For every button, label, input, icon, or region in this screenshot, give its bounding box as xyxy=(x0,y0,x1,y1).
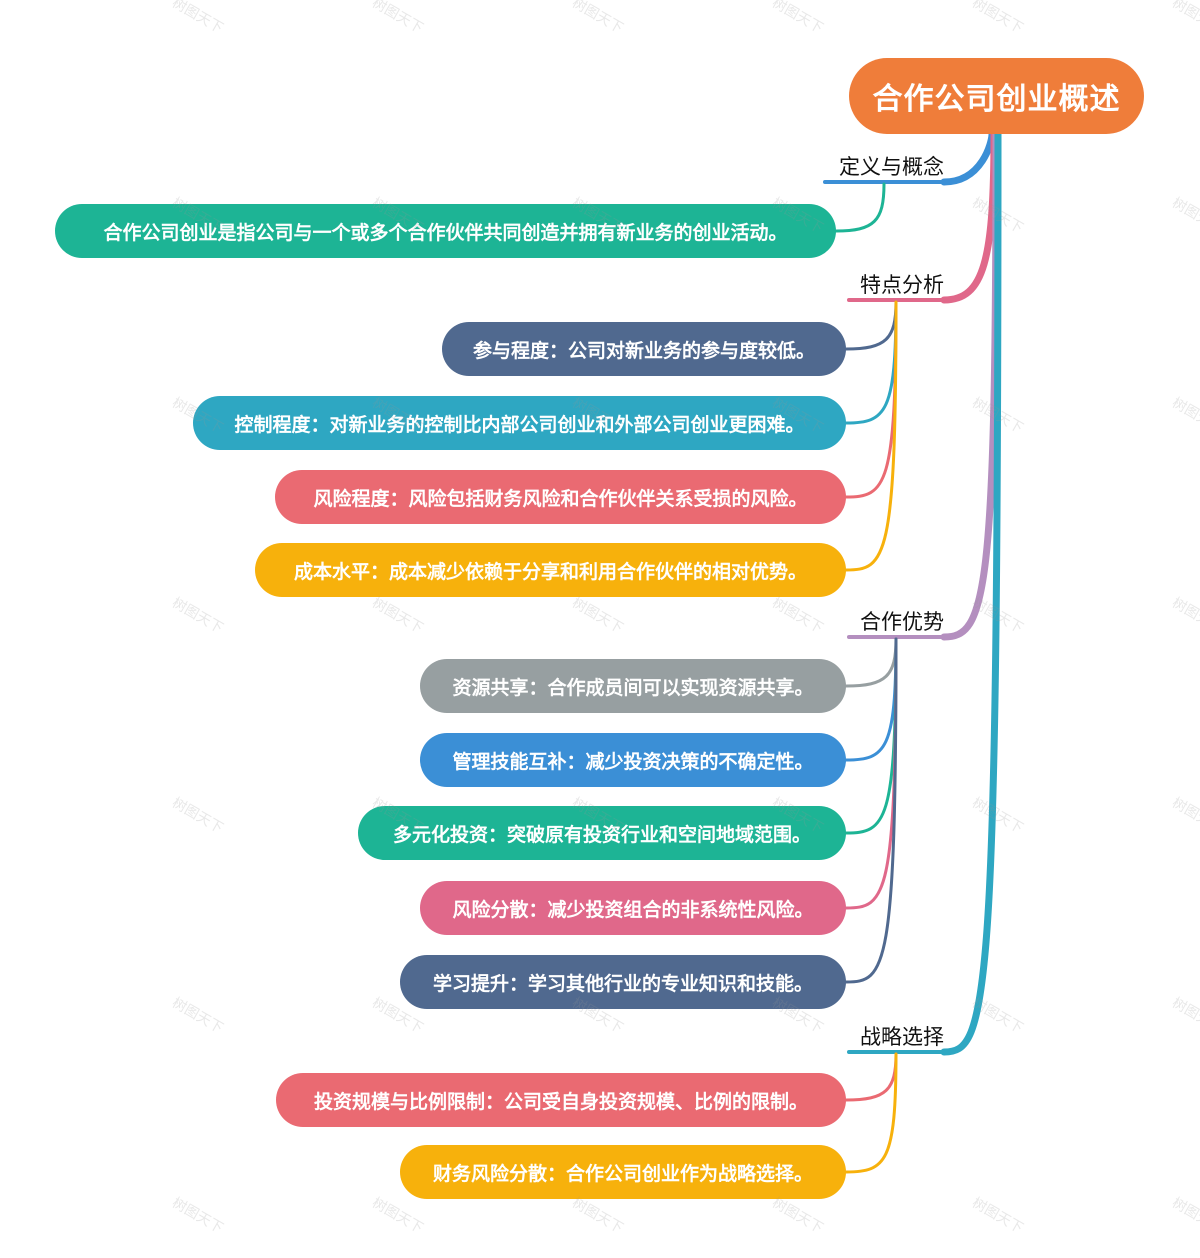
leaf-risk[interactable]: 风险程度：风险包括财务风险和合作伙伴关系受损的风险。 xyxy=(275,470,846,524)
branch-leaf-connector xyxy=(844,1052,898,1102)
branch-strategy[interactable]: 战略选择 xyxy=(860,1025,944,1049)
branch-definition[interactable]: 定义与概念 xyxy=(839,155,944,179)
root-branch-connector xyxy=(940,130,1000,641)
branch-leaf-connector xyxy=(844,300,898,425)
leaf-participation[interactable]: 参与程度：公司对新业务的参与度较低。 xyxy=(442,322,846,376)
leaf-resource-sharing[interactable]: 资源共享：合作成员间可以实现资源共享。 xyxy=(420,659,846,713)
branch-leaf-connector xyxy=(844,637,898,984)
branch-leaf-connector xyxy=(834,182,886,233)
branch-leaf-connector xyxy=(844,637,898,762)
branch-advantages[interactable]: 合作优势 xyxy=(860,610,944,634)
root-node[interactable]: 合作公司创业概述 xyxy=(849,58,1144,134)
leaf-investment-limit[interactable]: 投资规模与比例限制：公司受自身投资规模、比例的限制。 xyxy=(276,1073,846,1127)
leaf-control[interactable]: 控制程度：对新业务的控制比内部公司创业和外部公司创业更困难。 xyxy=(193,396,846,450)
branch-leaf-connector xyxy=(844,300,898,351)
branch-leaf-connector xyxy=(844,637,898,910)
leaf-management-skills[interactable]: 管理技能互补：减少投资决策的不确定性。 xyxy=(420,733,846,787)
leaf-financial-risk[interactable]: 财务风险分散：合作公司创业作为战略选择。 xyxy=(400,1145,846,1199)
branch-leaf-connector xyxy=(844,1052,898,1174)
leaf-definition-text[interactable]: 合作公司创业是指公司与一个或多个合作伙伴共同创造并拥有新业务的创业活动。 xyxy=(55,204,836,258)
root-branch-connector xyxy=(940,130,996,186)
leaf-learning[interactable]: 学习提升：学习其他行业的专业知识和技能。 xyxy=(400,955,846,1009)
branch-leaf-connector xyxy=(844,637,898,688)
leaf-diversified-investment[interactable]: 多元化投资：突破原有投资行业和空间地域范围。 xyxy=(358,806,846,860)
root-branch-connector xyxy=(940,130,1002,1056)
branch-characteristics[interactable]: 特点分析 xyxy=(860,273,944,297)
branch-leaf-connector xyxy=(844,300,898,572)
leaf-risk-diversification[interactable]: 风险分散：减少投资组合的非系统性风险。 xyxy=(420,881,846,935)
leaf-cost[interactable]: 成本水平：成本减少依赖于分享和利用合作伙伴的相对优势。 xyxy=(255,543,846,597)
